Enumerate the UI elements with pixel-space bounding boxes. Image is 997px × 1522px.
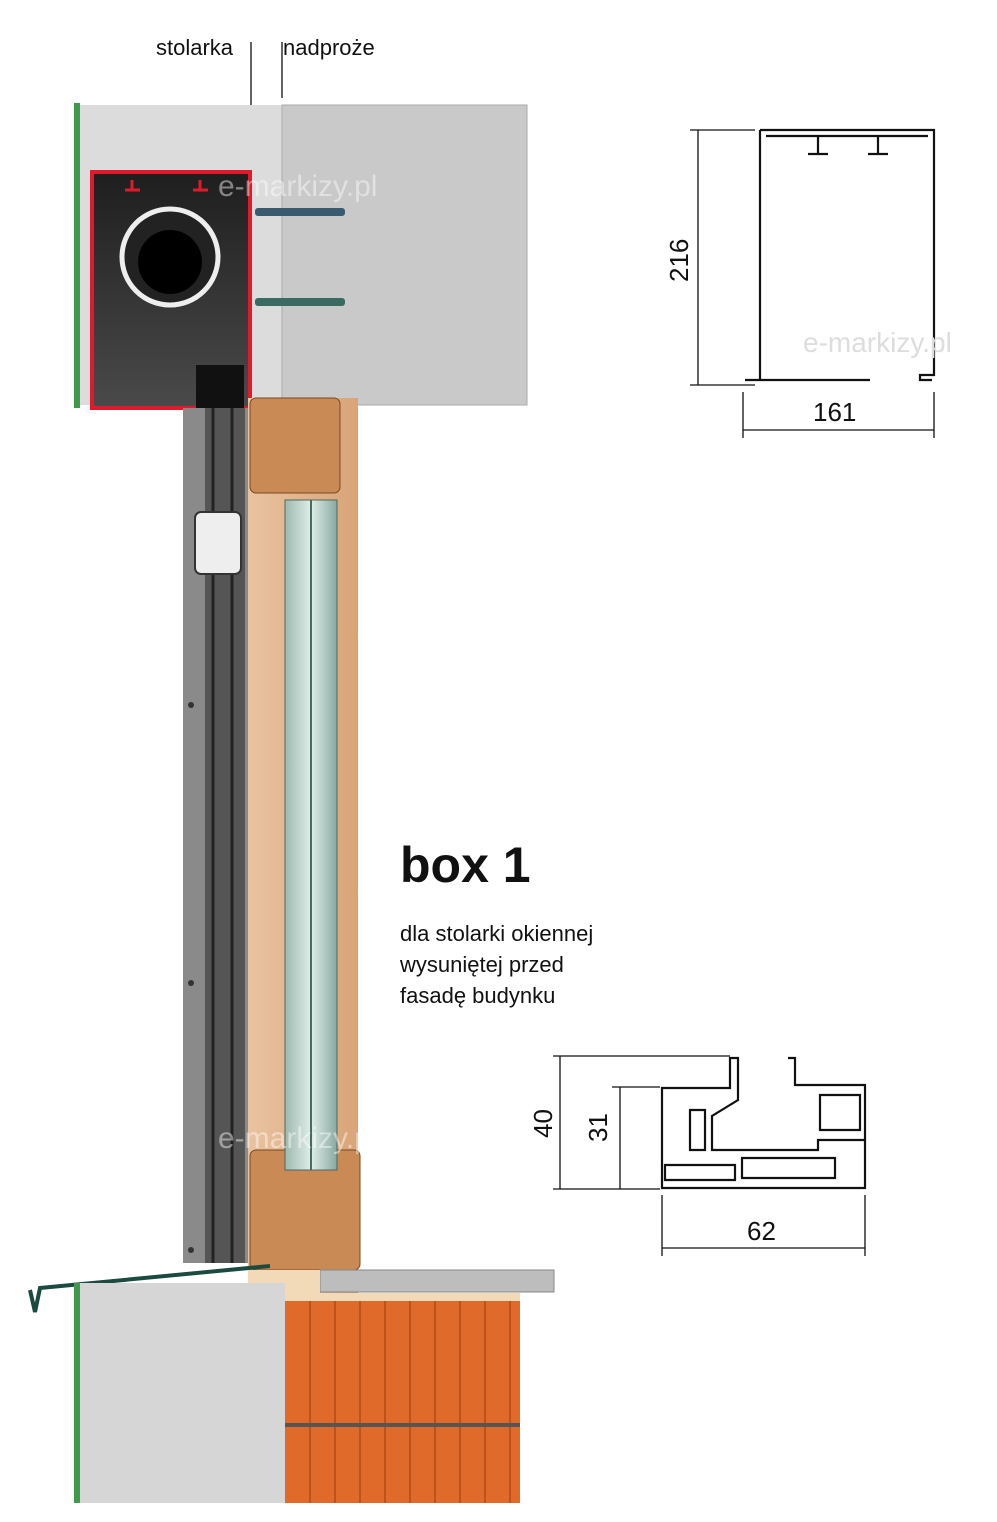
watermark-middle: e-markizy.pl	[218, 1122, 377, 1155]
dim-box-height: 216	[664, 239, 694, 282]
description-line-2: wysuniętej przed	[399, 952, 564, 977]
label-nadproze: nadproże	[283, 35, 375, 60]
anchor-bolt-icon	[255, 298, 345, 306]
guide-profile-drawing	[553, 1055, 867, 1256]
description-line-1: dla stolarki okiennej	[400, 921, 593, 946]
brick-pattern	[285, 1300, 520, 1503]
interior-sill	[319, 1269, 555, 1293]
frame-head-profile	[249, 397, 341, 494]
dim-guide-height-total: 40	[528, 1109, 558, 1138]
box-profile-drawing: e-markizy.pl	[690, 128, 952, 438]
anchor-bolt-icon	[255, 208, 345, 216]
concrete-lintel	[281, 104, 528, 406]
dim-box-width: 161	[813, 397, 856, 427]
box-profile-outline	[745, 128, 936, 382]
label-stolarka: stolarka	[156, 35, 234, 60]
guide-entry	[196, 365, 244, 410]
description-line-3: fasadę budynku	[400, 983, 555, 1008]
watermark-top: e-markizy.pl	[218, 170, 377, 203]
box-rails	[125, 180, 208, 192]
watermark-profile: e-markizy.pl	[803, 327, 952, 358]
window-sill-flashing	[28, 1264, 271, 1313]
box-title: box 1	[400, 837, 531, 893]
dim-guide-height-inner: 31	[583, 1113, 613, 1142]
end-bar-profile	[194, 511, 242, 575]
plaster-wall-bottom	[80, 1283, 285, 1503]
insulation-strip-bottom	[74, 1283, 80, 1503]
brick-wall	[285, 1300, 520, 1503]
anchor-bolts	[255, 208, 345, 306]
guide-profile-outline	[660, 1056, 867, 1190]
roller-tube-core	[138, 230, 202, 294]
insulation-strip-top	[74, 103, 80, 408]
dim-guide-width: 62	[747, 1216, 776, 1246]
